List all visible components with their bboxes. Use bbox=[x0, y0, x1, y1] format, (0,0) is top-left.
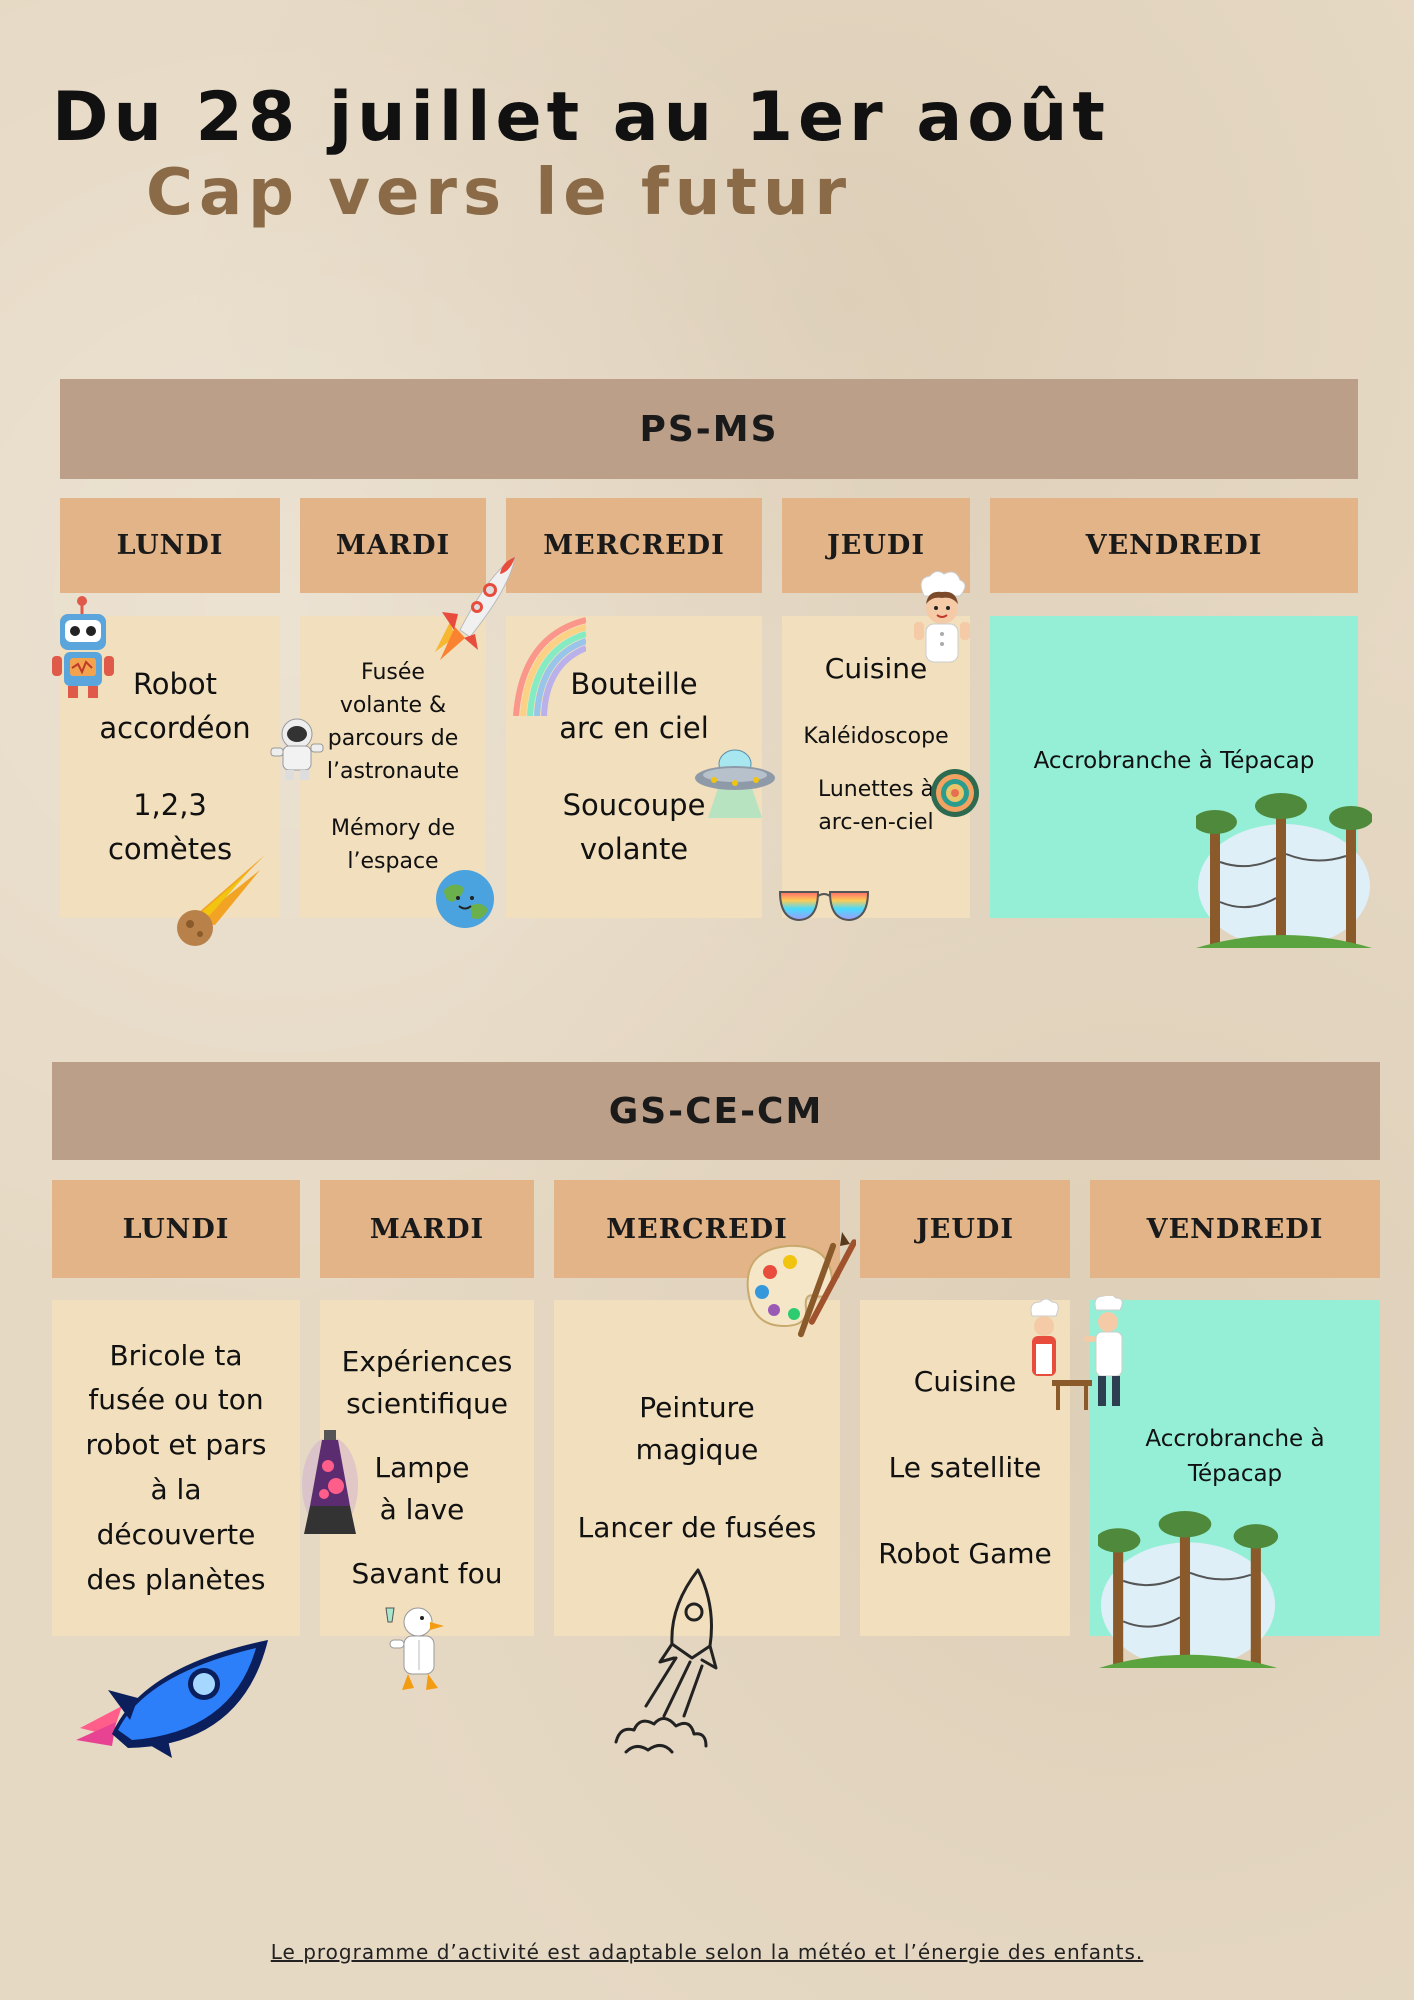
activity-item: Fusée volante & parcours de l’astronaute bbox=[326, 660, 460, 784]
treetop-park-icon bbox=[1098, 1511, 1278, 1668]
cooks-icon bbox=[1030, 1296, 1123, 1410]
treetop-park-icon bbox=[1196, 793, 1372, 948]
activity-item: Bouteille arc en ciel bbox=[559, 667, 709, 745]
ufo-icon bbox=[695, 749, 775, 818]
page-title: Du 28 juillet au 1er août bbox=[52, 78, 1110, 157]
day-header-lundi: LUNDI bbox=[52, 1180, 300, 1278]
day-header-vendredi: VENDREDI bbox=[990, 498, 1358, 593]
activity-item: Lancer de fusées bbox=[577, 1511, 817, 1544]
scientist-duck-icon bbox=[385, 1607, 444, 1690]
activity-item: Kaléidoscope bbox=[803, 724, 949, 749]
activity-item: Robot accordéon bbox=[99, 667, 251, 745]
activity-item: Bricole ta fusée ou ton robot et pars à … bbox=[85, 1338, 267, 1596]
rocket-sketch-icon bbox=[614, 1568, 718, 1754]
activity-cell-ps-ms-mardi: Fusée volante & parcours de l’astronaute… bbox=[300, 616, 486, 918]
activity-cell-gs-ce-cm-jeudi: Cuisine Le satellite Robot Game bbox=[860, 1300, 1070, 1636]
section-banner-gs-ce-cm: GS-CE-CM bbox=[52, 1062, 1380, 1160]
activity-item: Accrobranche à Tépacap bbox=[1145, 1426, 1325, 1487]
activity-cell-gs-ce-cm-lundi: Bricole ta fusée ou ton robot et pars à … bbox=[52, 1300, 300, 1636]
blue-rocket-icon bbox=[76, 1640, 268, 1758]
activity-item: Expériences scientifique bbox=[341, 1345, 513, 1420]
activity-item: Le satellite bbox=[888, 1451, 1042, 1484]
astronaut-icon bbox=[270, 718, 324, 780]
activity-cell-ps-ms-jeudi: Cuisine Kaléidoscope Lunettes à arc-en-c… bbox=[782, 616, 970, 918]
activity-item: Lunettes à arc-en-ciel bbox=[817, 777, 934, 835]
activity-item: Robot Game bbox=[878, 1537, 1052, 1570]
earth-icon bbox=[436, 870, 494, 928]
rocket-icon bbox=[435, 556, 516, 660]
day-header-mardi: MARDI bbox=[300, 498, 486, 593]
palette-icon bbox=[746, 1232, 856, 1338]
activity-item: Lampe à lave bbox=[374, 1451, 470, 1526]
activity-item: Accrobranche à Tépacap bbox=[1033, 748, 1315, 774]
day-header-mardi: MARDI bbox=[320, 1180, 534, 1278]
activity-item: Mémory de l’espace bbox=[331, 816, 455, 874]
day-header-lundi: LUNDI bbox=[60, 498, 280, 593]
chef-icon bbox=[914, 570, 970, 663]
activity-cell-gs-ce-cm-mardi: Expériences scientifique Lampe à lave Sa… bbox=[320, 1300, 534, 1636]
activity-item: Soucoupe volante bbox=[562, 788, 706, 866]
lava-lamp-icon bbox=[302, 1430, 358, 1534]
day-header-mercredi: MERCREDI bbox=[506, 498, 762, 593]
day-header-vendredi: VENDREDI bbox=[1090, 1180, 1380, 1278]
section-banner-ps-ms: PS-MS bbox=[60, 379, 1358, 479]
activity-item: Cuisine bbox=[913, 1365, 1017, 1398]
day-header-jeudi: JEUDI bbox=[860, 1180, 1070, 1278]
activity-item: Peinture magique bbox=[635, 1391, 759, 1466]
activity-item: Savant fou bbox=[351, 1557, 503, 1590]
activity-item: 1,2,3 comètes bbox=[107, 788, 233, 866]
mandala-icon bbox=[931, 769, 979, 817]
robot-icon bbox=[52, 596, 114, 698]
sunglasses-icon bbox=[778, 891, 870, 922]
page-subtitle: Cap vers le futur bbox=[146, 156, 853, 230]
rainbow-icon bbox=[513, 617, 586, 716]
activity-cell-gs-ce-cm-mercredi: Peinture magique Lancer de fusées bbox=[554, 1300, 840, 1636]
footer-note: Le programme d’activité est adaptable se… bbox=[270, 1940, 1144, 1964]
activity-item: Cuisine bbox=[824, 652, 928, 685]
comet-icon bbox=[177, 855, 265, 946]
